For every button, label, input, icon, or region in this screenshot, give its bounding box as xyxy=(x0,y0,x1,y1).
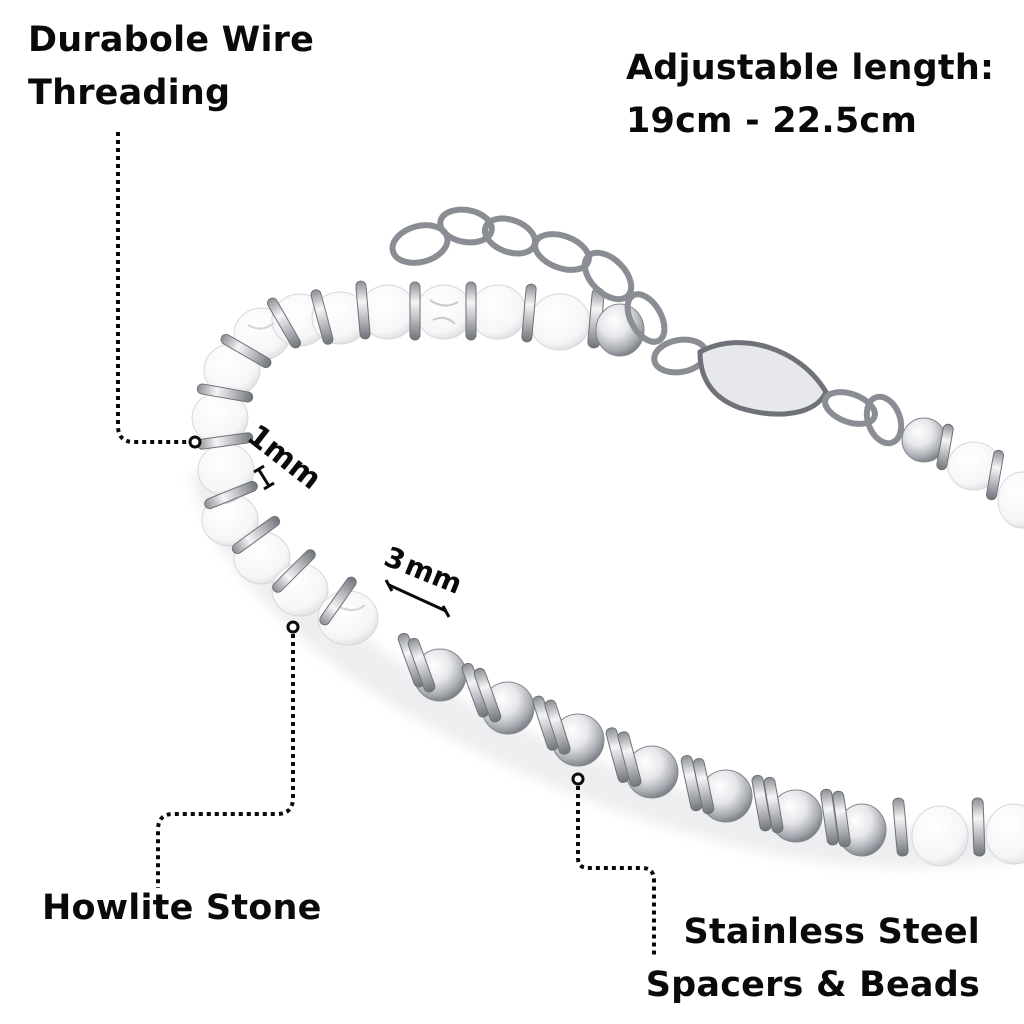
marker-wire-icon xyxy=(188,435,202,449)
callout-length-line-1: Adjustable length: xyxy=(626,48,995,88)
right-strand-end xyxy=(901,417,1024,529)
callout-adjustable-length: Adjustable length: 19cm - 22.5cm xyxy=(626,42,994,148)
steel-bead-strand xyxy=(397,632,1024,867)
dimension-markers xyxy=(253,464,451,618)
callout-steel-line-1: Stainless Steel xyxy=(683,912,980,952)
leader-lines xyxy=(116,132,656,956)
callout-howlite-line-1: Howlite Stone xyxy=(42,888,322,928)
leader-steel xyxy=(576,786,656,956)
callout-length-line-2: 19cm - 22.5cm xyxy=(626,101,917,141)
leader-end-markers xyxy=(188,435,585,786)
dimension-1mm-bar-icon xyxy=(253,464,275,491)
marker-howlite-icon xyxy=(286,620,300,634)
extender-chain-and-clasp xyxy=(389,206,905,447)
callout-howlite-stone: Howlite Stone xyxy=(42,882,322,935)
marker-steel-icon xyxy=(571,772,585,786)
callout-wire-line-1: Durabole Wire xyxy=(28,20,315,60)
callout-wire-line-2: Threading xyxy=(28,73,231,113)
callout-steel-line-2: Spacers & Beads xyxy=(645,965,980,1005)
dimension-3mm-bar-icon xyxy=(384,579,451,618)
callout-stainless-steel: Stainless Steel Spacers & Beads xyxy=(646,906,980,1012)
leader-wire xyxy=(116,132,190,444)
callout-wire-threading: Durabole Wire Threading xyxy=(28,14,314,120)
howlite-bead-strand xyxy=(191,280,645,646)
leader-howlite xyxy=(156,634,295,888)
